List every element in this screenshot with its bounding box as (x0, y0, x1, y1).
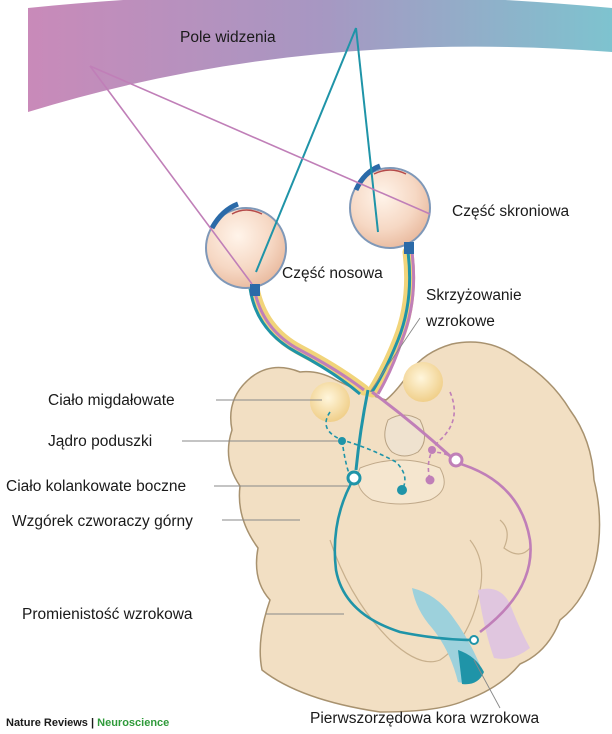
amygdala-right (403, 362, 443, 402)
lgn-right-node (448, 452, 464, 468)
pink-tract-to-lgn (371, 390, 452, 458)
optic-radiation-label: Promienistość wzrokowa (22, 606, 193, 623)
lgn-label: Ciało kolankowate boczne (6, 478, 186, 495)
visual-cortex-right (478, 588, 530, 659)
amygdala-left (310, 382, 350, 422)
credit-separator: | (88, 717, 97, 729)
cortex-target-node (469, 635, 479, 645)
primary-visual-cortex-leader (473, 659, 501, 709)
visual-field-label: Pole widzenia (180, 29, 276, 46)
nasal-part-label: Część nosowa (282, 265, 383, 282)
right-eye (349, 163, 431, 254)
optic-nerve-left (248, 282, 370, 396)
teal-dashed-pathway (325, 411, 406, 491)
colliculus-left-node (397, 485, 407, 495)
visual-rays (89, 27, 431, 285)
brainstem (384, 414, 425, 457)
pink-optic-radiation (453, 460, 532, 634)
optic-chiasm-leader (369, 317, 421, 393)
superior-colliculus-label: Wzgórek czworaczy górny (12, 513, 193, 530)
central-region (357, 459, 445, 505)
primary-visual-cortex-label: Pierwszorzędowa kora wzrokowa (310, 710, 540, 727)
visual-cortex-left-deep (458, 650, 484, 685)
visual-field-band (28, 0, 612, 112)
credit-journal: Neuroscience (97, 717, 169, 729)
teal-tract-to-lgn (354, 389, 370, 471)
optic-chiasm-label-line2: wzrokowe (425, 313, 495, 330)
left-eye (205, 201, 287, 296)
pulvinar-label: Jądro poduszki (48, 433, 152, 450)
pulvinar-left-node (338, 437, 346, 445)
colliculus-right-node (425, 475, 435, 485)
pink-dashed-pathway (427, 391, 456, 481)
optic-chiasm-label-line1: Skrzyżowanie (426, 287, 522, 304)
credit-publisher: Nature Reviews (6, 717, 88, 729)
lgn-left-node (346, 470, 362, 486)
amygdala-label: Ciało migdałowate (48, 392, 175, 409)
temporal-part-label: Część skroniowa (452, 203, 570, 220)
teal-optic-radiation (333, 477, 475, 642)
brain-inner-sulcus (329, 539, 483, 663)
credit-line: Nature Reviews | Neuroscience (6, 717, 169, 729)
optic-nerve-right (366, 246, 416, 398)
brain-right-sulcus (499, 519, 531, 555)
pulvinar-right-node (428, 446, 436, 454)
